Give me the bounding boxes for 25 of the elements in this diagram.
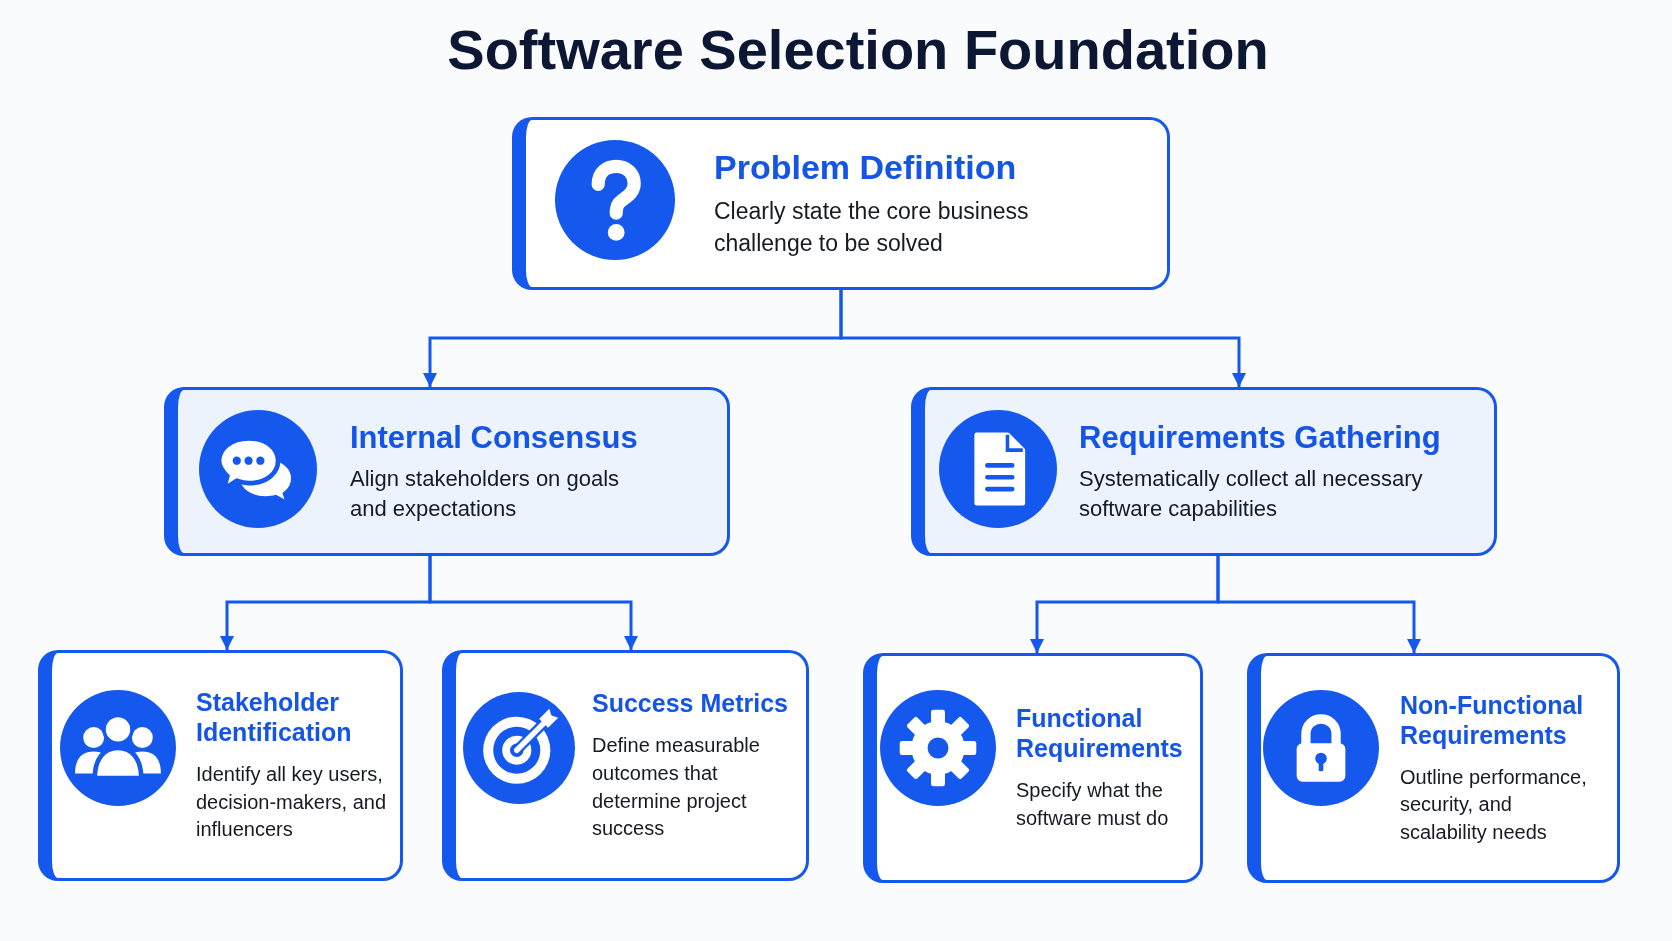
connector-arrow [839,290,1246,387]
process-box [38,650,403,881]
card-heading: Success Metrics [592,688,788,719]
card-description: Identify all key users, decision-makers, and influencers [196,762,388,843]
card-heading: Requirements Gathering [1079,418,1441,456]
connector-arrow [1216,556,1421,653]
card-description: Systematically collect all necessary software capabilities [1079,464,1424,524]
card-description: Align stakeholders on goals and expectations [350,464,621,524]
card-heading: Problem Definition [714,147,1017,189]
card-description: Specify what the software must do [1016,778,1170,831]
process-box [442,650,809,881]
card-heading: Functional Requirements [1016,703,1184,764]
connector-arrow [428,556,638,650]
process-box [1247,653,1620,883]
process-box [164,387,730,556]
card-description: Define measurable outcomes that determine project success [592,733,761,842]
process-box [863,653,1203,883]
card-heading: Non-Functional Requirements [1400,689,1585,750]
card-description: Clearly state the core business challenge to be solved [714,197,1030,258]
process-box [911,387,1497,556]
card-heading: Internal Consensus [350,418,638,456]
card-description: Outline performance, security, and scalability needs [1400,764,1588,845]
card-heading: Stakeholder Identification [196,687,353,748]
diagram-title: Software Selection Foundation [447,17,1269,83]
process-box [512,117,1170,290]
